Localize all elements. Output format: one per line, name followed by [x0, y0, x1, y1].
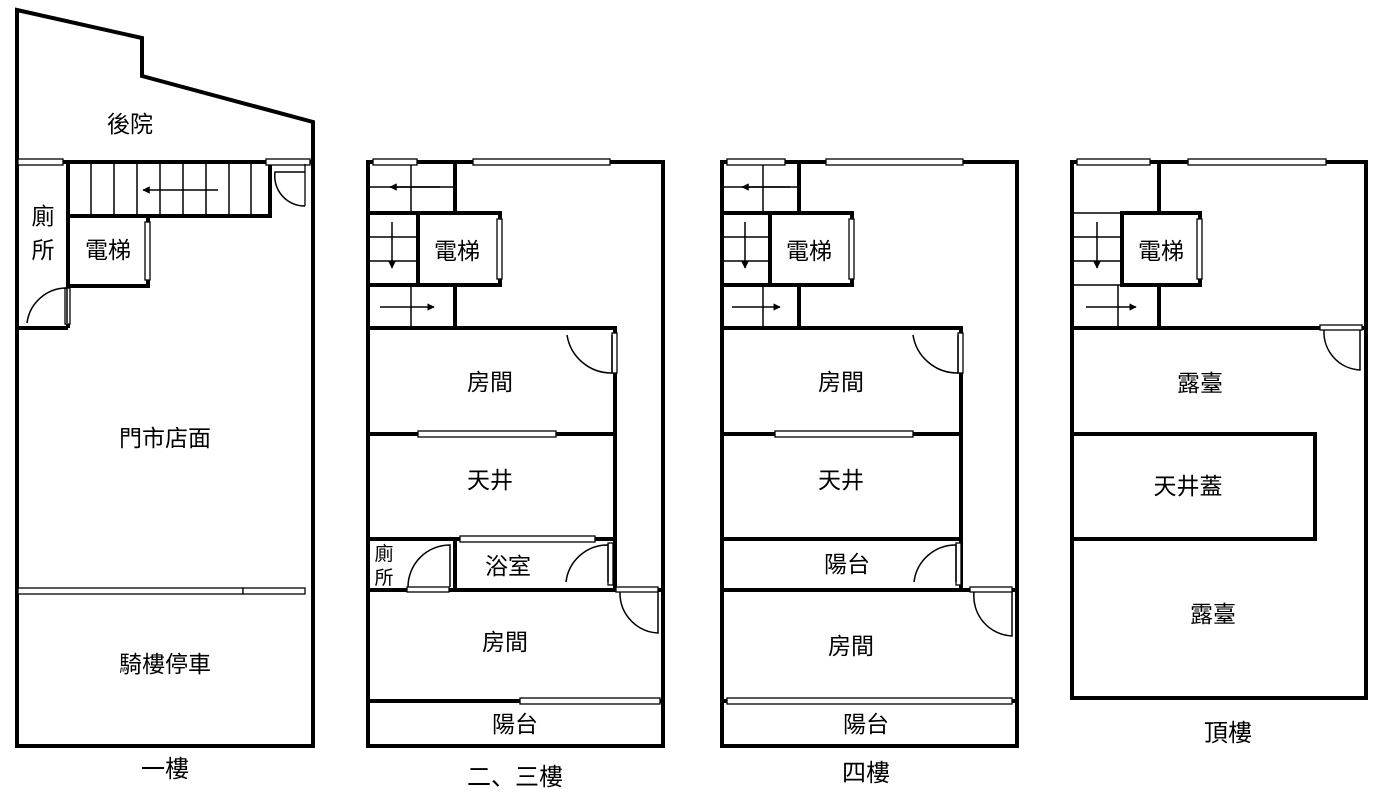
floor-1-outline [15, 7, 315, 748]
floor-4-room2-label: 房間 [828, 634, 874, 660]
floor-23-elevator-label: 電梯 [434, 239, 480, 265]
floor-4-balcony-door-icon [913, 542, 962, 586]
roof-elevator-label: 電梯 [1138, 239, 1184, 265]
floor-23-balcony-label: 陽台 [492, 712, 538, 738]
roof-door-icon [1319, 324, 1363, 371]
floor-1-rear-door-icon [273, 164, 306, 207]
floor-1-store-label: 門市店面 [119, 426, 211, 452]
floor-23-plan: 電梯 房間 天井 廁 所 浴室 房間 陽台 二、三樓 [366, 158, 665, 791]
roof-plan: 電梯 露臺 天井蓋 露臺 頂樓 [1070, 158, 1368, 747]
floor-4-room2-door-icon [969, 586, 1013, 637]
floor-4-caption: 四樓 [842, 759, 890, 787]
floor-23-toilet-label-2: 所 [374, 567, 393, 589]
floor-1-toilet-label-1: 廁 [32, 204, 55, 230]
floor-1-plan: 後院 廁 所 電梯 門市店面 騎樓停車 一樓 [15, 7, 315, 783]
floor-4-balcony-label: 陽台 [843, 712, 889, 738]
floor-23-room1-label: 房間 [467, 370, 513, 396]
floor-1-staircase [66, 160, 272, 218]
roof-caption: 頂樓 [1204, 719, 1252, 747]
floor-23-room1-door-icon [566, 332, 618, 374]
roof-lightwell-cover-label: 天井蓋 [1154, 474, 1223, 500]
floor-23-outline [366, 160, 665, 748]
floor-4-elevator-label: 電梯 [786, 239, 832, 265]
floor-1-elevator-label: 電梯 [85, 238, 131, 264]
floor-23-bathroom-label: 浴室 [485, 554, 531, 580]
floor-4-room1-door-icon [912, 332, 964, 374]
floor-1-caption: 一樓 [141, 755, 189, 783]
floor-23-room2-label: 房間 [482, 630, 528, 656]
floor-1-toilet-label-2: 所 [32, 238, 55, 264]
floor-23-lightwell-label: 天井 [467, 468, 513, 494]
roof-terrace1-label: 露臺 [1177, 371, 1223, 397]
floor-23-toilet-label-1: 廁 [374, 542, 393, 565]
floor-4-plan: 電梯 房間 天井 陽台 房間 陽台 四樓 [720, 158, 1019, 787]
floor-4-lightwell-label: 天井 [818, 468, 864, 494]
floor-1-backyard-label: 後院 [107, 112, 153, 138]
floor-1-parking-label: 騎樓停車 [119, 652, 211, 678]
floor-23-toilet-door-icon [406, 544, 451, 593]
roof-staircase [1072, 212, 1159, 330]
floor-1-toilet-door-icon [26, 287, 71, 325]
floor-23-room2-door-icon [615, 586, 659, 634]
floor-4-balcony-mid-label: 陽台 [824, 552, 870, 578]
floor-23-bathroom-door-icon [565, 542, 614, 586]
floor-4-room1-label: 房間 [818, 370, 864, 396]
roof-terrace2-label: 露臺 [1190, 602, 1236, 628]
floor-23-caption: 二、三樓 [467, 763, 563, 791]
